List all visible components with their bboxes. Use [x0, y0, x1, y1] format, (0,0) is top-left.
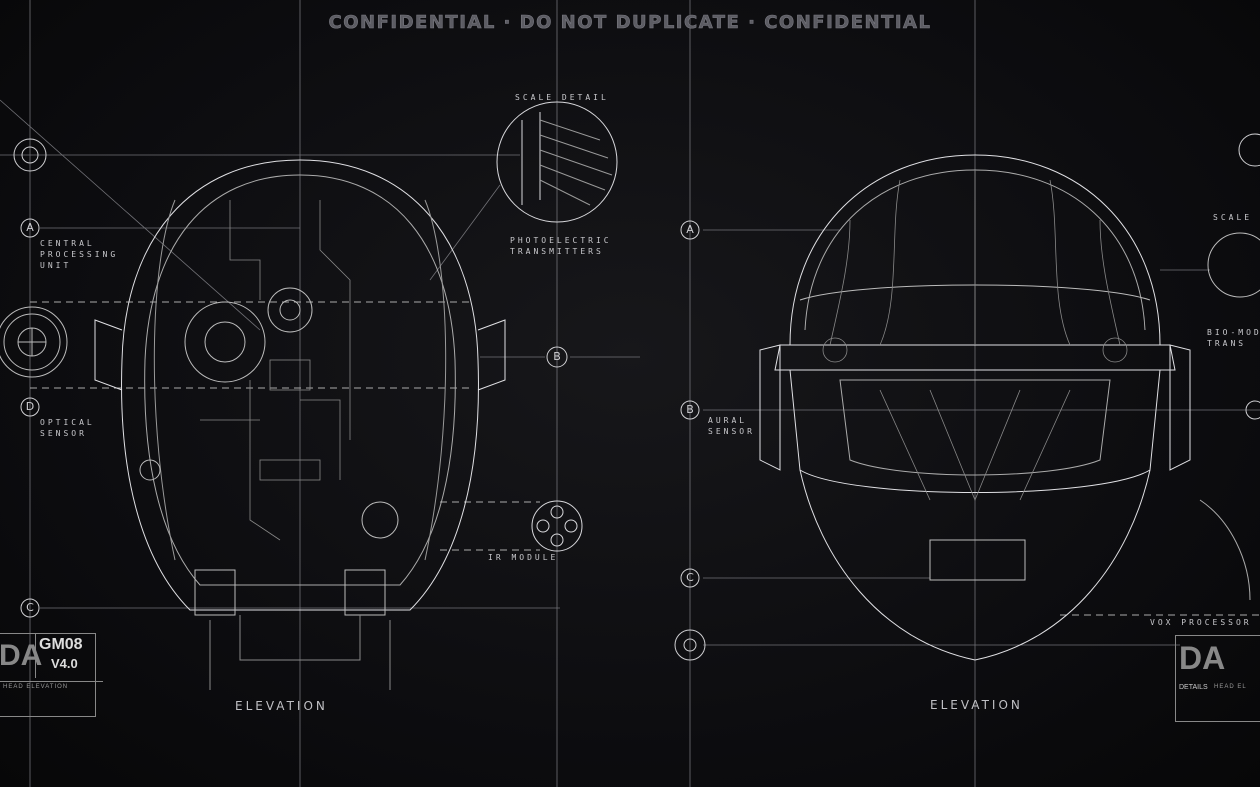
da-logo: DA — [1179, 640, 1226, 676]
ir-module — [531, 500, 583, 552]
right-helmet-drawing — [759, 154, 1260, 661]
callout-c-right: C — [686, 571, 694, 584]
version: V4.0 — [51, 656, 78, 671]
callout-circles — [13, 133, 1260, 661]
callout-b-left: B — [553, 350, 561, 363]
details-label: DETAILS — [1179, 684, 1208, 691]
confidential-banner: CONFIDENTIAL · DO NOT DUPLICATE · CONFID… — [328, 12, 932, 34]
left-helmet-drawing — [94, 159, 506, 690]
scale-detail-circle — [496, 101, 618, 223]
dashed-lines — [30, 301, 1260, 616]
label-optical-sensor: OPTICAL SENSOR — [40, 418, 95, 438]
label-cpu: CENTRAL PROCESSING UNIT — [40, 239, 119, 270]
label-scale-detail: SCALE DETAIL — [515, 93, 609, 102]
sheet-name: HEAD ELEVATION — [0, 681, 103, 692]
callout-a-right: A — [686, 223, 694, 236]
da-logo: DA — [0, 634, 42, 678]
callout-c-left: C — [26, 601, 34, 614]
label-vox-processor: VOX PROCESSOR — [1150, 618, 1252, 627]
title-block-right: DA DETAILS HEAD EL — [1175, 635, 1260, 722]
model-code: GM08 — [39, 636, 83, 653]
elevation-label-left: ELEVATION — [235, 699, 328, 713]
label-aural-sensor: AURAL SENSOR — [708, 416, 755, 436]
label-ir-module: IR MODULE — [488, 553, 559, 562]
sheet-name: HEAD EL — [1214, 684, 1247, 690]
label-scale: SCALE — [1213, 213, 1253, 222]
label-photoelectric: PHOTOELECTRIC TRANSMITTERS — [510, 236, 612, 256]
callout-b-right: B — [686, 403, 694, 416]
callout-a-left: A — [26, 221, 34, 234]
label-bio-module: BIO-MOD TRANS — [1207, 328, 1260, 348]
callout-d-left: D — [25, 400, 35, 413]
gear-detail — [0, 306, 68, 378]
title-block-left: DA GM08 V4.0 HEAD ELEVATION — [0, 633, 103, 717]
elevation-label-right: ELEVATION — [930, 698, 1023, 712]
